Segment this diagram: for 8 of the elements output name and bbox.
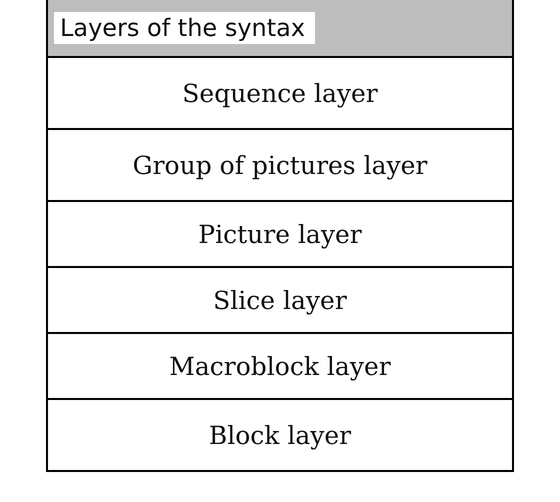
layer-label: Sequence layer — [182, 78, 378, 108]
layer-label: Slice layer — [213, 286, 347, 314]
table-heading: Layers of the syntax — [54, 12, 316, 44]
header-band — [48, 0, 512, 56]
layer-label: Macroblock layer — [169, 352, 391, 380]
layer-label: Group of pictures layer — [132, 150, 428, 180]
layer-label: Block layer — [208, 420, 352, 450]
layer-label: Picture layer — [198, 220, 362, 248]
